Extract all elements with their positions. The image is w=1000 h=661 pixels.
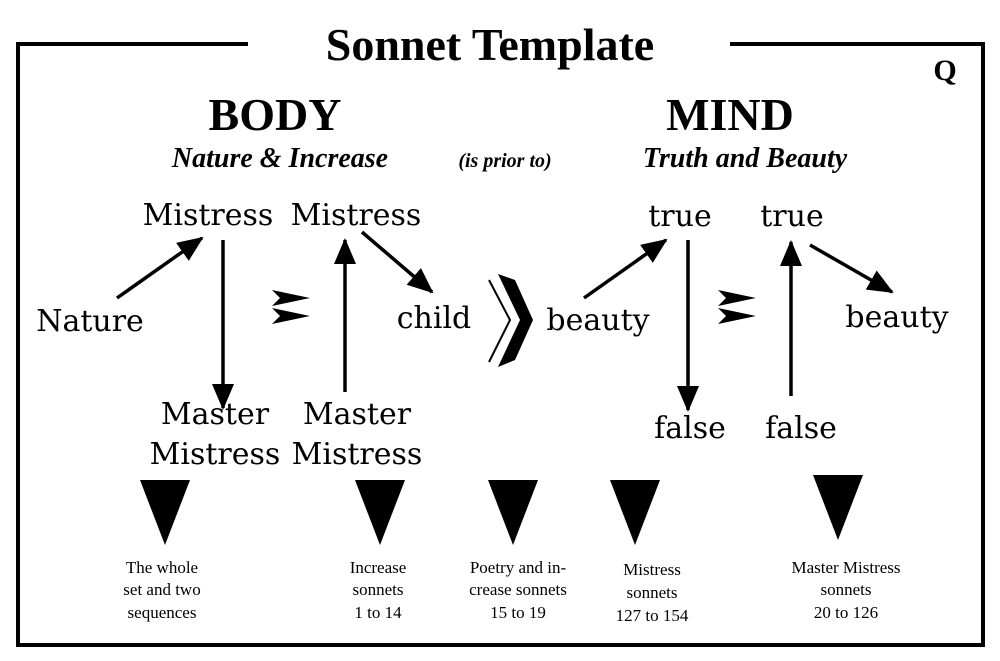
arrow-true-beauty [809, 243, 894, 294]
svg-text:20 to 126: 20 to 126 [814, 603, 878, 622]
title: Sonnet Template [326, 19, 654, 70]
caption-whole-set: The whole set and two sequences [123, 558, 200, 622]
node-true-2: true [760, 199, 823, 234]
down-triangle-icon [610, 480, 660, 545]
double-chevron-icon [272, 290, 310, 324]
frame-border [16, 42, 985, 647]
node-false-2: false [765, 411, 837, 446]
caption-mistress: Mistress sonnets 127 to 154 [616, 560, 689, 625]
node-true-1: true [648, 199, 711, 234]
svg-text:set and two: set and two [123, 580, 200, 599]
node-master-1: Master [161, 397, 270, 432]
caption-master-mistress: Master Mistress sonnets 20 to 126 [791, 558, 900, 622]
svg-text:The whole: The whole [126, 558, 198, 577]
svg-text:1 to 14: 1 to 14 [354, 603, 402, 622]
svg-text:Poetry and in-: Poetry and in- [470, 558, 567, 577]
caption-poetry: Poetry and in- crease sonnets 15 to 19 [469, 558, 567, 622]
node-master-2: Master [303, 397, 412, 432]
caption-increase: Increase sonnets 1 to 14 [350, 558, 407, 622]
node-master-mistress-1: Mistress [150, 437, 281, 472]
node-false-1: false [654, 411, 726, 446]
down-triangle-icon [813, 475, 863, 540]
svg-text:sequences: sequences [128, 603, 197, 622]
svg-text:127 to 154: 127 to 154 [616, 606, 689, 625]
body-heading: BODY [209, 89, 342, 140]
logo-icon: Q [933, 54, 956, 87]
arrow-nature-mistress [115, 236, 204, 300]
big-chevron-icon [488, 274, 533, 367]
body-subtitle: Nature & Increase [171, 143, 388, 174]
down-triangle-icon [355, 480, 405, 545]
mind-subtitle: Truth and Beauty [643, 143, 848, 174]
node-beauty-1: beauty [546, 303, 649, 338]
svg-text:sonnets: sonnets [821, 580, 872, 599]
node-beauty-2: beauty [845, 300, 948, 335]
svg-text:Q: Q [933, 54, 956, 87]
arrow-mistress-child [360, 230, 434, 294]
svg-text:crease sonnets: crease sonnets [469, 580, 567, 599]
relation-label: (is prior to) [458, 150, 551, 172]
node-child: child [397, 301, 472, 336]
svg-text:sonnets: sonnets [353, 580, 404, 599]
down-triangle-icon [140, 480, 190, 545]
svg-text:15 to 19: 15 to 19 [490, 603, 546, 622]
down-triangle-icon [488, 480, 538, 545]
node-mistress-2: Mistress [291, 198, 422, 233]
svg-text:sonnets: sonnets [627, 583, 678, 602]
node-nature: Nature [36, 304, 144, 339]
node-mistress-1: Mistress [143, 198, 274, 233]
svg-text:Mistress: Mistress [623, 560, 681, 579]
svg-text:Master Mistress: Master Mistress [791, 558, 900, 577]
svg-text:Increase: Increase [350, 558, 407, 577]
arrow-beauty-true [582, 238, 668, 300]
node-master-mistress-2: Mistress [292, 437, 423, 472]
double-chevron-icon [718, 290, 756, 324]
mind-heading: MIND [666, 89, 794, 140]
